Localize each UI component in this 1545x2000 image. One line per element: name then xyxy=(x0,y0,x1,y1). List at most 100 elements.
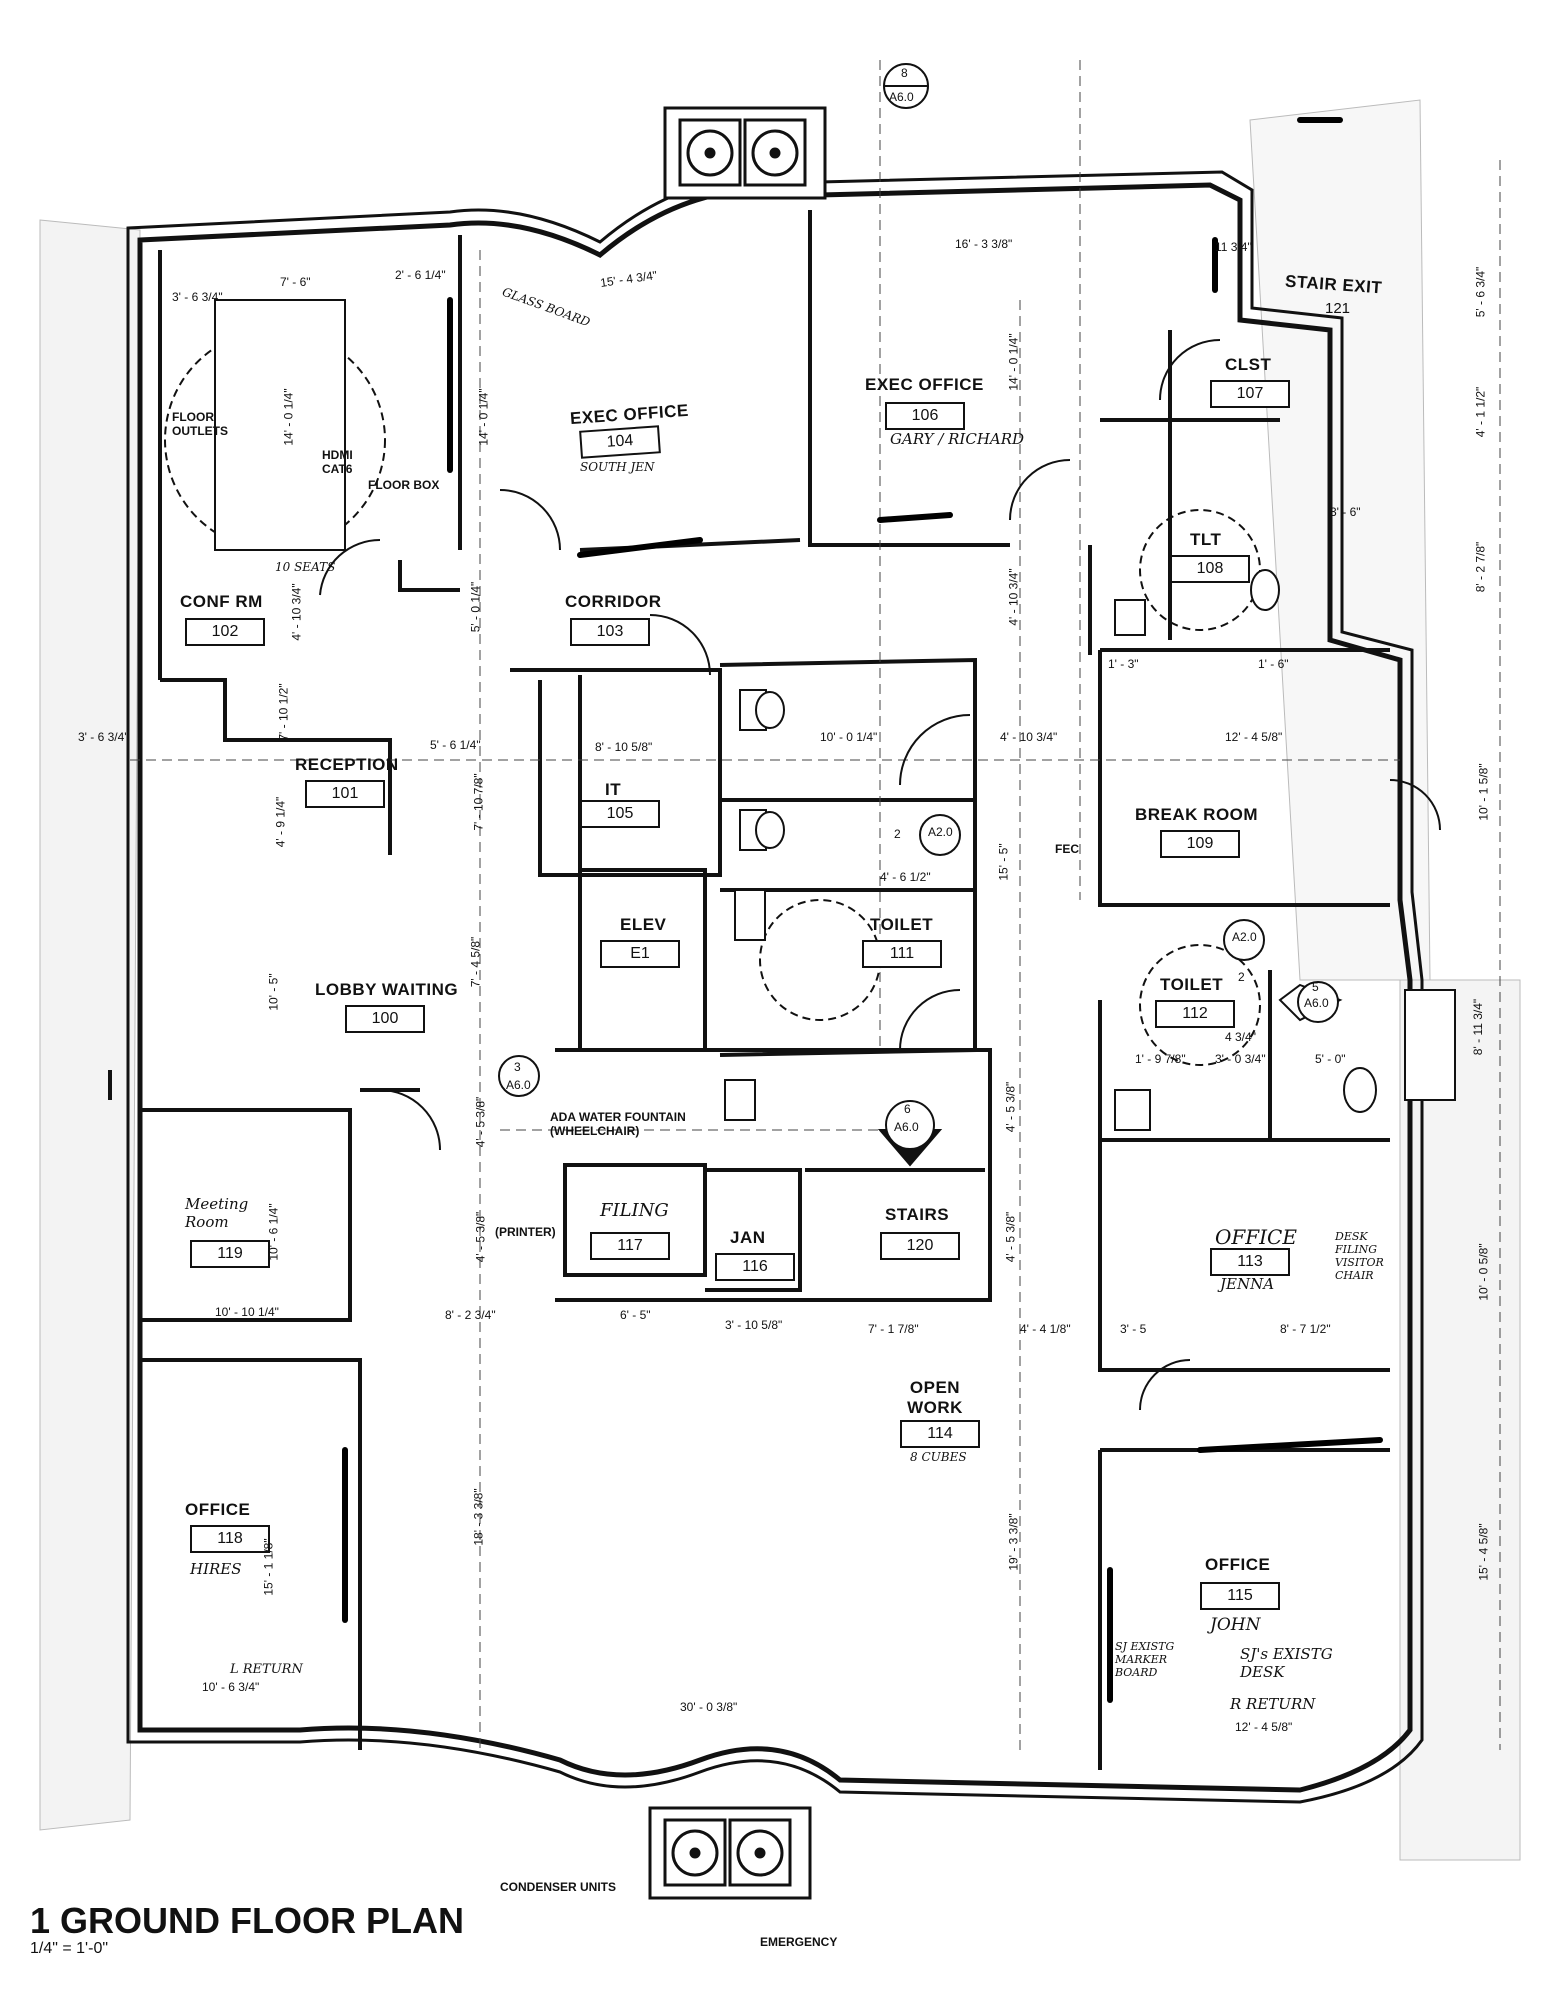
dimension: 8' - 2 7/8" xyxy=(1473,541,1488,593)
dimension: 10' - 5" xyxy=(266,973,281,1011)
dimension: 7' - 4 5/8" xyxy=(468,936,483,988)
dimension: 10' - 10 1/4" xyxy=(215,1305,279,1319)
room-number-112: 112 xyxy=(1155,1000,1235,1028)
dimension: 4' - 1 1/2" xyxy=(1473,386,1488,438)
dimension: 30' - 0 3/8" xyxy=(680,1700,738,1714)
handwriting-sj-desk: SJ's EXISTG DESK xyxy=(1240,1645,1333,1681)
room-number-103: 103 xyxy=(570,618,650,646)
section-tag-ref: A2.0 xyxy=(1232,930,1257,944)
dimension: 2' - 6 1/4" xyxy=(395,268,446,282)
section-markers xyxy=(498,63,1343,1167)
handwriting-cubes: 8 CUBES xyxy=(910,1450,967,1464)
room-name-111: TOILET xyxy=(870,915,934,934)
dimension: 7' - 10 1/2" xyxy=(276,683,291,741)
handwriting-gary-richard: GARY / RICHARD xyxy=(890,430,1025,448)
section-tag-num: 2 xyxy=(894,827,901,841)
handwriting-marker-board: SJ EXISTG MARKER BOARD xyxy=(1115,1640,1175,1679)
dimension: 3' - 6" xyxy=(1330,505,1361,519)
section-tag-num: 8 xyxy=(901,66,908,80)
note-fec: FEC xyxy=(1055,842,1079,856)
room-name-119: Meeting Room xyxy=(185,1195,249,1231)
dimension: 3' - 10 5/8" xyxy=(725,1318,783,1332)
dimension: 15' - 5" xyxy=(996,843,1011,881)
dimension: 8' - 7 1/2" xyxy=(1280,1322,1331,1336)
dimension: 11 3/4" xyxy=(1215,240,1252,254)
dimension: 4' - 6 1/2" xyxy=(880,870,931,884)
dimension: 1' - 6" xyxy=(1258,657,1289,671)
dimension: 5' - 0 1/4" xyxy=(468,581,483,633)
dimension: 8' - 11 3/4" xyxy=(1471,998,1486,1056)
grid-lines xyxy=(130,60,1501,1750)
dimension: 3' - 5 xyxy=(1120,1322,1147,1336)
condenser-units xyxy=(648,106,827,1900)
dimension: 4' - 5 3/8" xyxy=(473,1211,488,1263)
dimension: 10' - 6 1/4" xyxy=(266,1203,281,1261)
plan-title: 1 GROUND FLOOR PLAN xyxy=(30,1900,464,1942)
exterior-walls xyxy=(126,170,1424,1804)
room-name-105: IT xyxy=(605,780,622,799)
dimension: 8' - 2 3/4" xyxy=(445,1308,496,1322)
dimension: 8' - 10 5/8" xyxy=(595,740,653,754)
room-number-104: 104 xyxy=(579,425,661,459)
dimension: 5' - 0" xyxy=(1315,1052,1346,1066)
dimension: 3' - 6 3/4" xyxy=(172,290,223,304)
room-number-113: 113 xyxy=(1210,1248,1290,1276)
room-number-107: 107 xyxy=(1210,380,1290,408)
room-number-116: 116 xyxy=(715,1253,795,1281)
room-name-108: TLT xyxy=(1190,530,1222,549)
dimension: 14' - 0 1/4" xyxy=(476,388,491,446)
section-tag-num: 6 xyxy=(904,1102,911,1116)
room-number-105: 105 xyxy=(580,800,660,828)
dimension: 10' - 0 1/4" xyxy=(820,730,878,744)
note-ada: ADA WATER FOUNTAIN (WHEELCHAIR) xyxy=(550,1110,686,1138)
dimension: 10' - 1 5/8" xyxy=(1476,763,1491,821)
room-name-117: FILING xyxy=(600,1200,669,1221)
dimension: 15' - 1 1/8" xyxy=(261,1538,276,1596)
room-number-101: 101 xyxy=(305,780,385,808)
room-name-116: JAN xyxy=(730,1228,766,1247)
site-hatch xyxy=(39,99,1521,1861)
dimension: 1' - 3" xyxy=(1108,657,1139,671)
dimension: 16' - 3 3/8" xyxy=(955,237,1013,251)
room-name-100: LOBBY WAITING xyxy=(315,980,459,999)
note-condenser: CONDENSER UNITS xyxy=(500,1880,617,1894)
plan-scale: 1/4" = 1'-0" xyxy=(30,1940,109,1957)
handwriting-r-return: R RETURN xyxy=(1230,1695,1316,1713)
section-tag-num: 2 xyxy=(1238,970,1245,984)
section-tag-num: 3 xyxy=(514,1060,521,1074)
room-number-121: 121 xyxy=(1325,300,1351,317)
section-tag-ref: A2.0 xyxy=(928,825,953,839)
note-floor-box: FLOOR BOX xyxy=(368,478,440,492)
room-name-120: STAIRS xyxy=(885,1205,950,1224)
dimension: 4' - 4 1/8" xyxy=(1020,1322,1071,1336)
room-name-113: OFFICE xyxy=(1215,1225,1297,1249)
handwriting-hires: HIRES xyxy=(190,1560,242,1578)
section-tag-ref: A6.0 xyxy=(1304,996,1329,1010)
dimension: 15' - 4 5/8" xyxy=(1476,1523,1491,1581)
dimension: 1' - 9 7/8" xyxy=(1135,1052,1186,1066)
handwriting-south-jen: SOUTH JEN xyxy=(580,460,655,474)
room-name-102: CONF RM xyxy=(180,592,263,611)
dimension: 4' - 9 1/4" xyxy=(273,796,288,848)
dimension: 14' - 0 1/4" xyxy=(281,388,296,446)
room-name-112: TOILET xyxy=(1160,975,1224,994)
note-printer: (PRINTER) xyxy=(495,1225,556,1239)
room-number-102: 102 xyxy=(185,618,265,646)
room-name-107: CLST xyxy=(1225,355,1272,374)
dimension: 3' - 0 3/4" xyxy=(1215,1052,1266,1066)
room-number-111: 111 xyxy=(862,940,942,968)
room-name-106: EXEC OFFICE xyxy=(865,375,984,394)
fixtures xyxy=(214,299,1456,1131)
dimension: 7' - 10 7/8" xyxy=(471,773,486,831)
handwriting-jenna: JENNA xyxy=(1220,1275,1275,1293)
dimension: 4 3/4" xyxy=(1225,1030,1256,1044)
note-emergency: EMERGENCY xyxy=(760,1935,838,1949)
dimension: 5' - 6 3/4" xyxy=(1473,266,1488,318)
dimension: 7' - 1 7/8" xyxy=(868,1322,919,1336)
dimension: 4' - 5 3/8" xyxy=(1003,1211,1018,1263)
dimension: 19' - 3 3/8" xyxy=(1006,1513,1021,1571)
dimension: 6' - 5" xyxy=(620,1308,651,1322)
dimension: 10' - 6 3/4" xyxy=(202,1680,260,1694)
room-name-115: OFFICE xyxy=(1205,1555,1271,1574)
dimension: 12' - 4 5/8" xyxy=(1225,730,1283,744)
